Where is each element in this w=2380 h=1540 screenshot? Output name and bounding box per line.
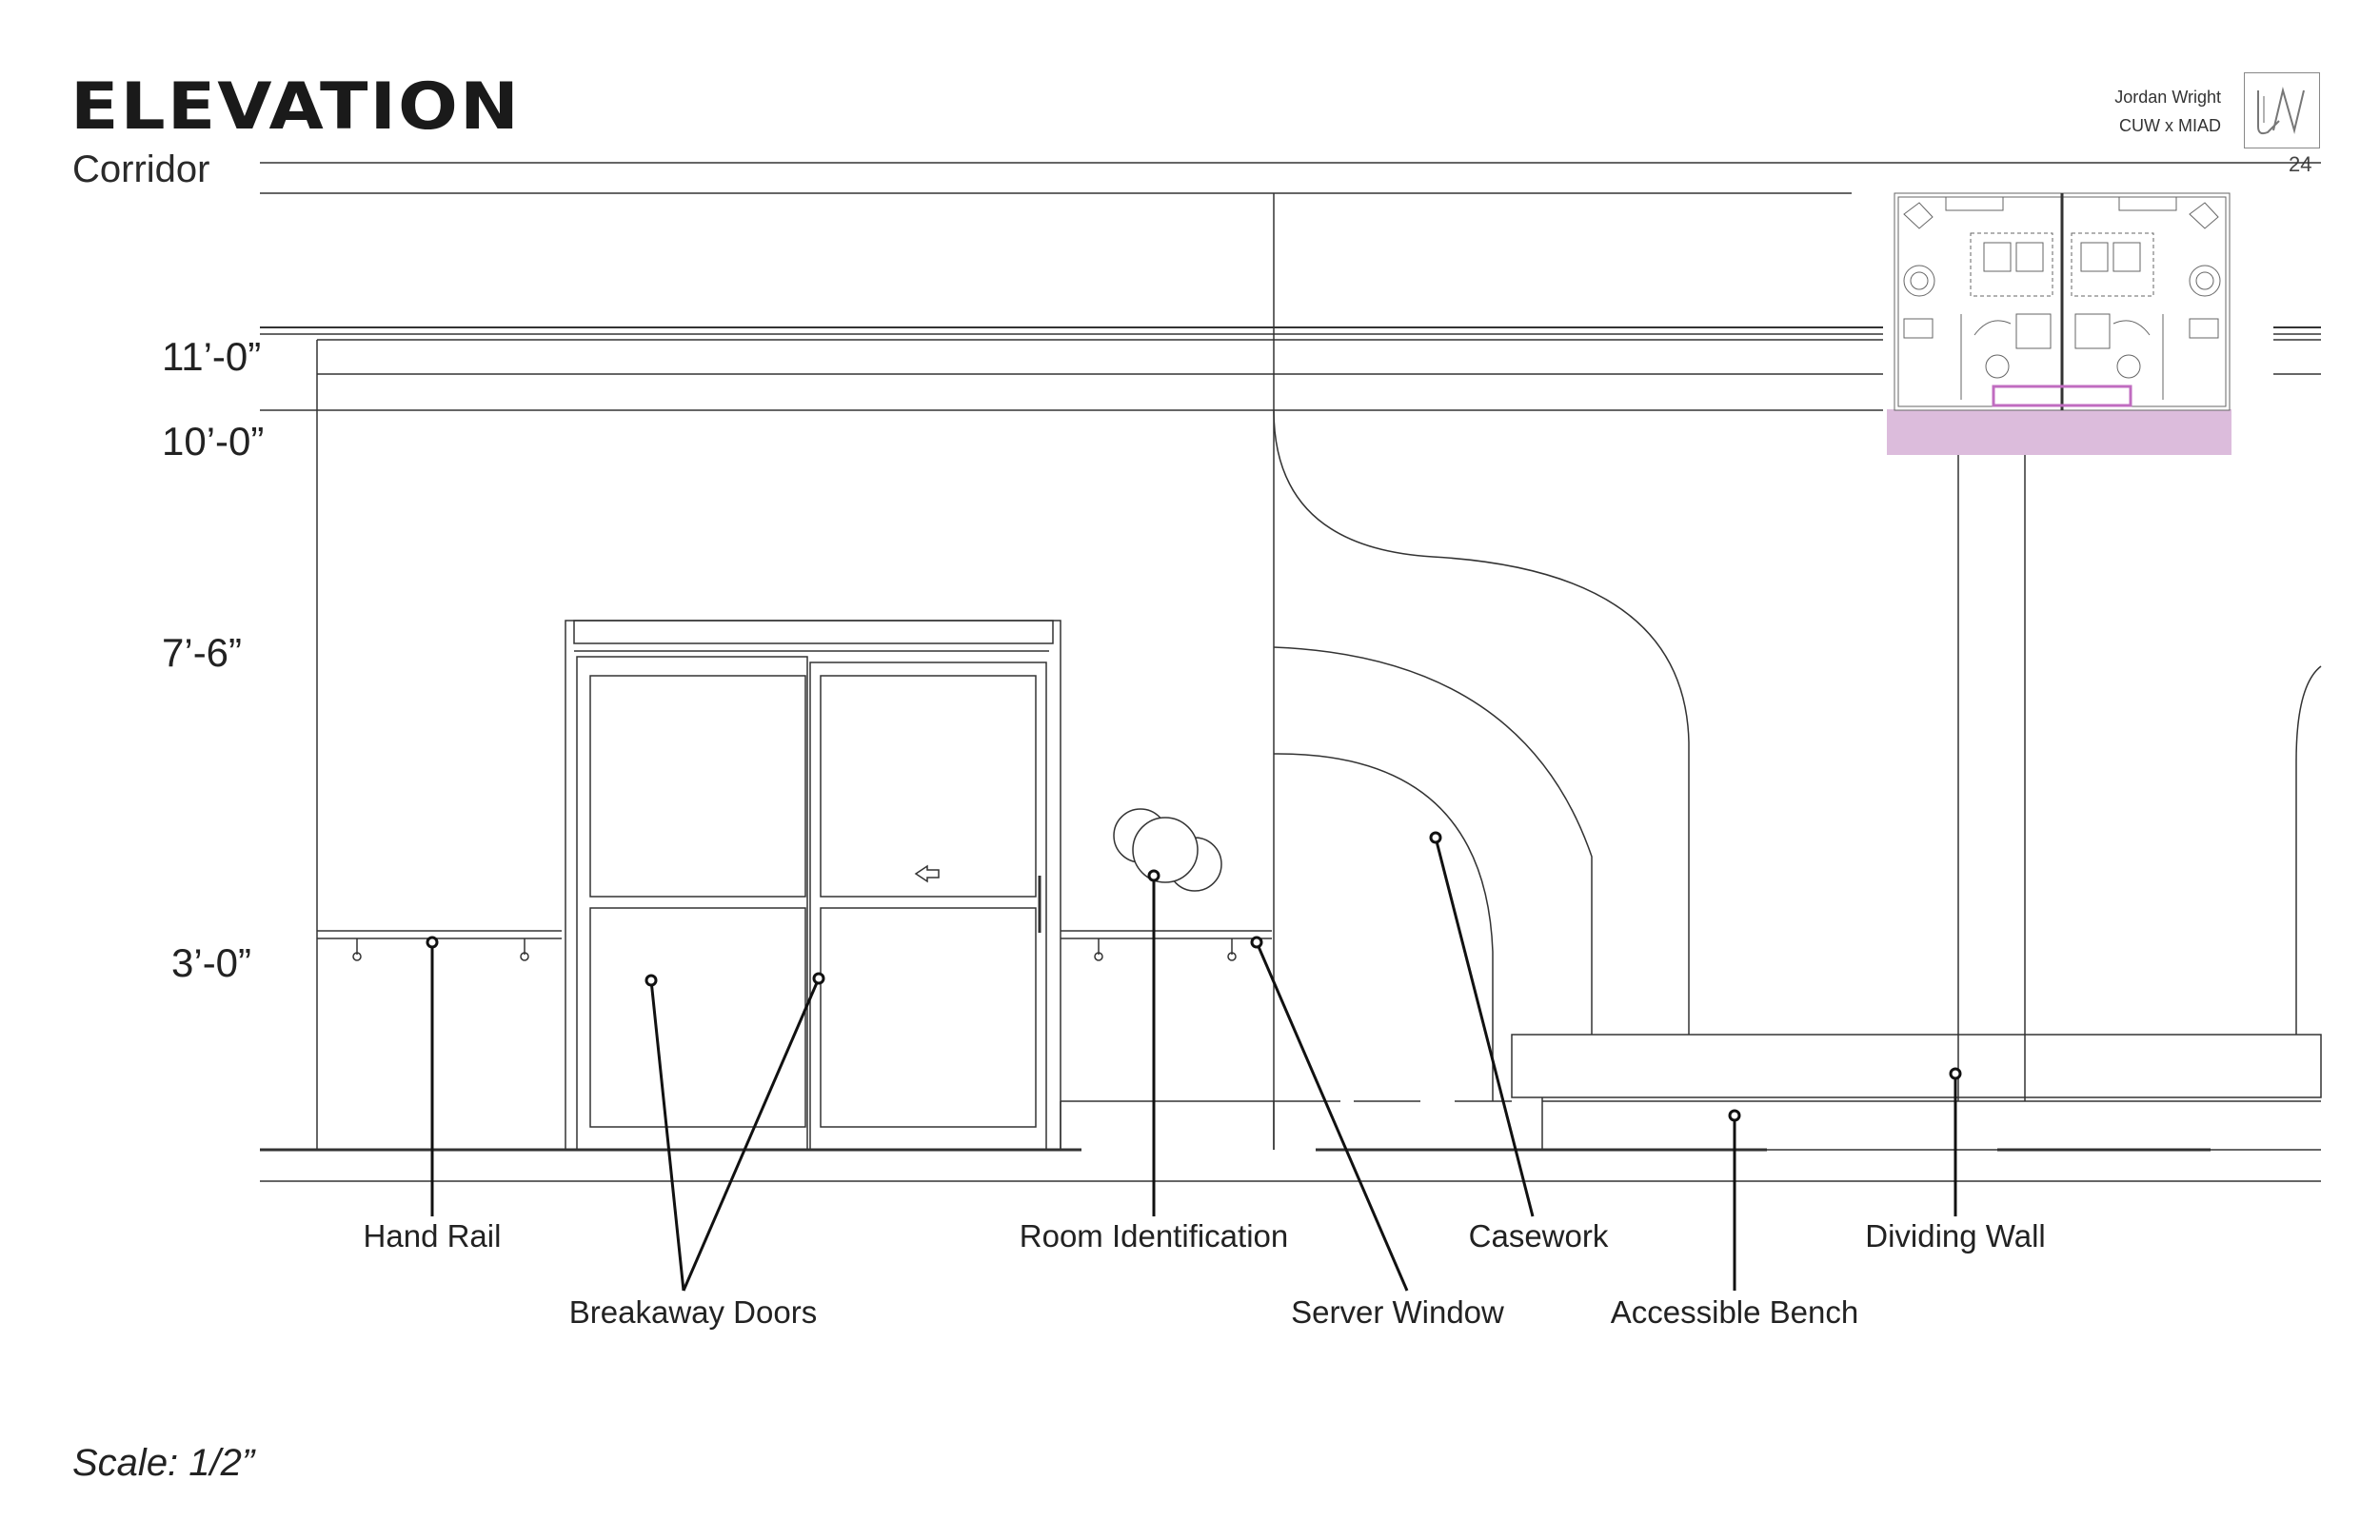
hand-rail-right bbox=[1061, 930, 1272, 961]
dimension-3ft: 3’-0” bbox=[171, 940, 252, 985]
leader-dot-door-left bbox=[645, 974, 658, 987]
callout-accessible-bench: Accessible Bench bbox=[1610, 1294, 1859, 1330]
leader-dot-hand-rail bbox=[426, 936, 439, 949]
leader-dot-server-window bbox=[1250, 936, 1263, 949]
dimension-10ft: 10’-0” bbox=[162, 419, 265, 464]
callout-hand-rail: Hand Rail bbox=[363, 1218, 502, 1254]
callout-leaders bbox=[426, 831, 1962, 1292]
leader-dot-bench bbox=[1728, 1109, 1741, 1122]
author-block: Jordan Wright CUW x MIAD bbox=[2114, 83, 2221, 140]
callout-server-window: Server Window bbox=[1291, 1294, 1504, 1330]
dimension-7ft6: 7’-6” bbox=[162, 630, 243, 675]
page-number: 24 bbox=[2289, 152, 2312, 176]
scale-note: Scale: 1/2” bbox=[72, 1442, 255, 1484]
breakaway-doors bbox=[565, 620, 1061, 1151]
leader-dot-casework bbox=[1429, 831, 1442, 844]
exit-arrow-icon bbox=[914, 864, 940, 883]
casework-curves bbox=[1273, 409, 2322, 1101]
key-plan-highlight bbox=[1887, 409, 2231, 455]
dividing-wall bbox=[1957, 455, 2026, 1101]
callout-casework: Casework bbox=[1468, 1218, 1609, 1254]
leader-dot-room-id bbox=[1147, 869, 1160, 882]
author-program: CUW x MIAD bbox=[2119, 116, 2221, 135]
dimension-11ft: 11’-0” bbox=[162, 334, 262, 379]
key-plan bbox=[1887, 192, 2231, 455]
author-name: Jordan Wright bbox=[2114, 88, 2221, 107]
room-identification-sign bbox=[1113, 808, 1222, 892]
callout-dividing-wall: Dividing Wall bbox=[1865, 1218, 2046, 1254]
jw-logo-icon bbox=[2244, 72, 2320, 148]
leader-dot-door-right bbox=[812, 972, 825, 985]
leader-dot-dividing-wall bbox=[1949, 1067, 1962, 1080]
callout-room-identification: Room Identification bbox=[1019, 1218, 1289, 1254]
callout-breakaway-doors: Breakaway Doors bbox=[568, 1294, 818, 1330]
hand-rail-left bbox=[317, 930, 562, 961]
page-title: ELEVATION bbox=[70, 69, 521, 145]
page-subtitle: Corridor bbox=[72, 148, 210, 190]
server-window bbox=[1060, 1100, 1512, 1150]
accessible-bench bbox=[1511, 1034, 2322, 1150]
